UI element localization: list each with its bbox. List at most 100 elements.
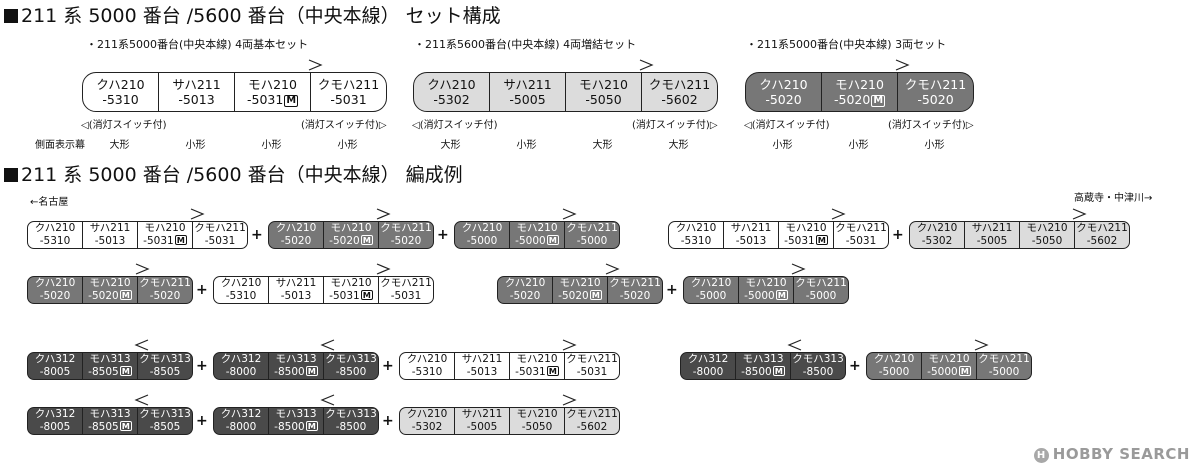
- headlight-icon: ▷: [709, 120, 718, 131]
- side-display-label: 側面表示幕: [35, 140, 85, 151]
- heading-square-icon: [4, 168, 18, 182]
- car-number-label: -5020: [620, 290, 651, 303]
- train-car: クモハ211-5000: [976, 352, 1032, 380]
- car-number-text: -5005: [976, 235, 1008, 247]
- car-number-text: -8005: [39, 421, 71, 433]
- side-display-size: 大形: [109, 140, 130, 151]
- train-car: モハ210-5050: [1019, 221, 1075, 249]
- car-number-label: -5020: [391, 235, 422, 248]
- car-number-text: -8500: [274, 366, 305, 378]
- side-display-size: 小形: [924, 140, 945, 151]
- car-number-text: -5302: [433, 92, 470, 107]
- car-number-text: -5020: [280, 235, 312, 247]
- pantograph-icon: [307, 59, 323, 71]
- car-number-text: -5031: [515, 366, 546, 378]
- car-type-label: クハ210: [427, 77, 476, 92]
- train-car: クハ210-5310: [27, 221, 83, 249]
- car-type-label: クモハ313: [792, 353, 844, 366]
- car-number-label: -5020: [765, 92, 801, 107]
- car-number-text: -5013: [466, 366, 498, 378]
- car-number-text: -5020: [88, 290, 119, 302]
- car-type-label: クモハ211: [139, 277, 191, 290]
- car-type-label: クモハ313: [139, 408, 191, 421]
- car-number-text: -5013: [94, 235, 126, 247]
- car-number-label: -5005: [509, 92, 545, 107]
- car-type-label: モハ210: [579, 77, 628, 92]
- light-switch-note-text: (消灯スイッチ付): [632, 120, 710, 131]
- motor-car-icon: M: [772, 366, 785, 377]
- car-number-text: -5020: [765, 92, 802, 107]
- car-type-label: クハ210: [675, 222, 717, 235]
- train-car: クハ210-5020: [268, 221, 324, 249]
- car-type-label: クハ210: [34, 277, 76, 290]
- motor-car-icon: M: [119, 290, 132, 301]
- pantograph-icon: [561, 339, 577, 351]
- car-type-label: クハ312: [34, 353, 76, 366]
- car-type-label: クハ210: [220, 277, 262, 290]
- car-number-label: -8005: [40, 421, 71, 434]
- train-car: クモハ211-5031: [833, 221, 889, 249]
- car-number-text: -8500: [335, 421, 367, 433]
- car-number-label: -5310: [412, 366, 443, 379]
- motor-car-icon: M: [284, 95, 299, 107]
- pantograph-icon: [375, 208, 391, 220]
- pantograph-icon: [790, 263, 806, 275]
- car-type-label: モハ210: [785, 222, 827, 235]
- train-car: モハ210-5050: [509, 407, 565, 435]
- pantograph-icon: [1071, 208, 1087, 220]
- car-number-text: -5020: [917, 92, 954, 107]
- set-composition-heading-text: 211 系 5000 番台 /5600 番台（中央本線） セット構成: [21, 5, 501, 27]
- pantograph-icon: [604, 263, 620, 275]
- car-number-text: -5031: [845, 235, 877, 247]
- car-number-text: -5310: [680, 235, 712, 247]
- side-display-size: 小形: [848, 140, 869, 151]
- train-car: クモハ313-8505: [137, 352, 193, 380]
- car-number-text: -5013: [280, 290, 312, 302]
- car-number-text: -5020: [619, 290, 651, 302]
- car-type-label: クモハ211: [566, 408, 618, 421]
- train-car: サハ211-5013: [82, 221, 138, 249]
- car-number-label: -5050: [1032, 235, 1063, 248]
- coupling-plus-sign: +: [849, 358, 861, 374]
- car-number-text: -5302: [921, 235, 953, 247]
- train-car: クハ210-5020: [497, 276, 553, 304]
- train-car: サハ211-5013: [268, 276, 324, 304]
- car-number-label: -8000: [693, 366, 724, 379]
- train-car: クハ210-5302: [399, 407, 455, 435]
- light-switch-note-right: (消灯スイッチ付)▷: [888, 116, 974, 131]
- train-car: クモハ211-5602: [564, 407, 620, 435]
- motor-car-icon: M: [775, 290, 788, 301]
- car-number-text: -5005: [466, 421, 498, 433]
- car-number-label: -5020: [281, 235, 312, 248]
- car-number-text: -8005: [39, 366, 71, 378]
- car-number-label: -5310: [681, 235, 712, 248]
- light-switch-note-left: ◁(消灯スイッチ付): [744, 116, 830, 131]
- car-number-text: -5020: [833, 92, 871, 107]
- car-type-label: モハ210: [89, 277, 131, 290]
- pantograph-icon: [134, 394, 150, 406]
- car-type-label: モハ210: [516, 408, 558, 421]
- set-title-basic: ・211系5000番台(中央本線) 4両基本セット: [86, 38, 309, 51]
- side-display-size: 小形: [337, 140, 358, 151]
- car-number-text: -8000: [692, 366, 724, 378]
- car-type-label: クハ210: [690, 277, 732, 290]
- train-car: クモハ211-5031: [564, 352, 620, 380]
